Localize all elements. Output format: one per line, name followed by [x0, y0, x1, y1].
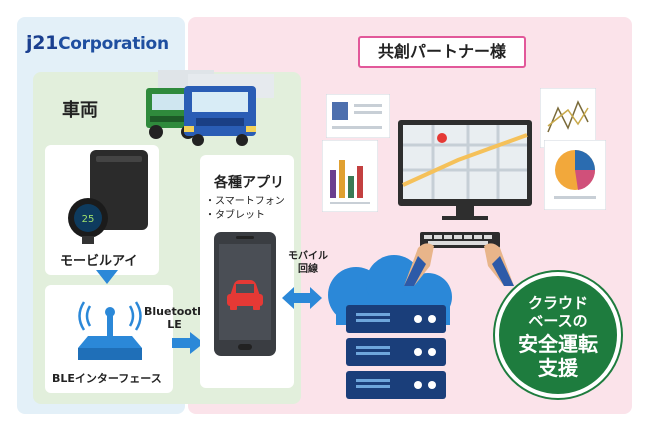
monitor-map-icon: [398, 120, 532, 220]
badge-line4: 支援: [538, 356, 578, 380]
mobile-line-label-line1: モバイル: [288, 251, 328, 262]
badge-line3: 安全運転: [518, 332, 598, 356]
badge-line1: クラウド: [527, 294, 588, 312]
apps-item: ・タブレット: [205, 210, 265, 221]
server-stack-icon: [346, 305, 446, 399]
apps-list: ・スマートフォン ・タブレット: [205, 195, 285, 223]
logo-prefix: j21: [26, 32, 59, 54]
apps-item: ・スマートフォン: [205, 196, 285, 207]
vehicle-label: 車両: [62, 100, 98, 121]
bluetooth-label: Bluetooth LE: [144, 305, 205, 331]
ble-label: BLEインターフェース: [52, 372, 162, 385]
double-arrow-icon: [282, 287, 322, 309]
mobile-line-label: モバイル 回線: [288, 250, 328, 276]
svg-text:25: 25: [82, 214, 95, 225]
arrow-right-icon: [172, 332, 204, 354]
trucks-illustration: [146, 70, 274, 146]
logo-suffix: Corporation: [58, 34, 169, 54]
mobile-line-label-line2: 回線: [298, 264, 318, 275]
bar-chart-document-icon: [322, 140, 378, 212]
arrow-down-icon: [96, 270, 118, 284]
company-logo: j21Corporation: [26, 32, 169, 54]
bluetooth-label-line1: Bluetooth: [144, 305, 205, 318]
device-label: モービルアイ: [60, 254, 138, 269]
smartphone-icon: [214, 232, 276, 356]
bluetooth-label-line2: LE: [167, 318, 182, 331]
pie-chart-document-icon: [544, 140, 606, 210]
cloud-safe-driving-badge: クラウド ベースの 安全運転 支援: [495, 272, 621, 398]
apps-title: 各種アプリ: [214, 175, 284, 191]
partner-label: 共創パートナー様: [358, 36, 526, 68]
mobileye-device-icon: 25: [68, 150, 148, 244]
profile-document-icon: [326, 94, 390, 138]
badge-line2: ベースの: [528, 312, 588, 330]
car-icon: [227, 280, 263, 310]
blue-truck-icon: [184, 74, 274, 146]
line-chart-document-icon: [540, 88, 596, 148]
ble-interface-icon: [78, 301, 142, 360]
keyboard-hands-icon: [404, 232, 514, 286]
